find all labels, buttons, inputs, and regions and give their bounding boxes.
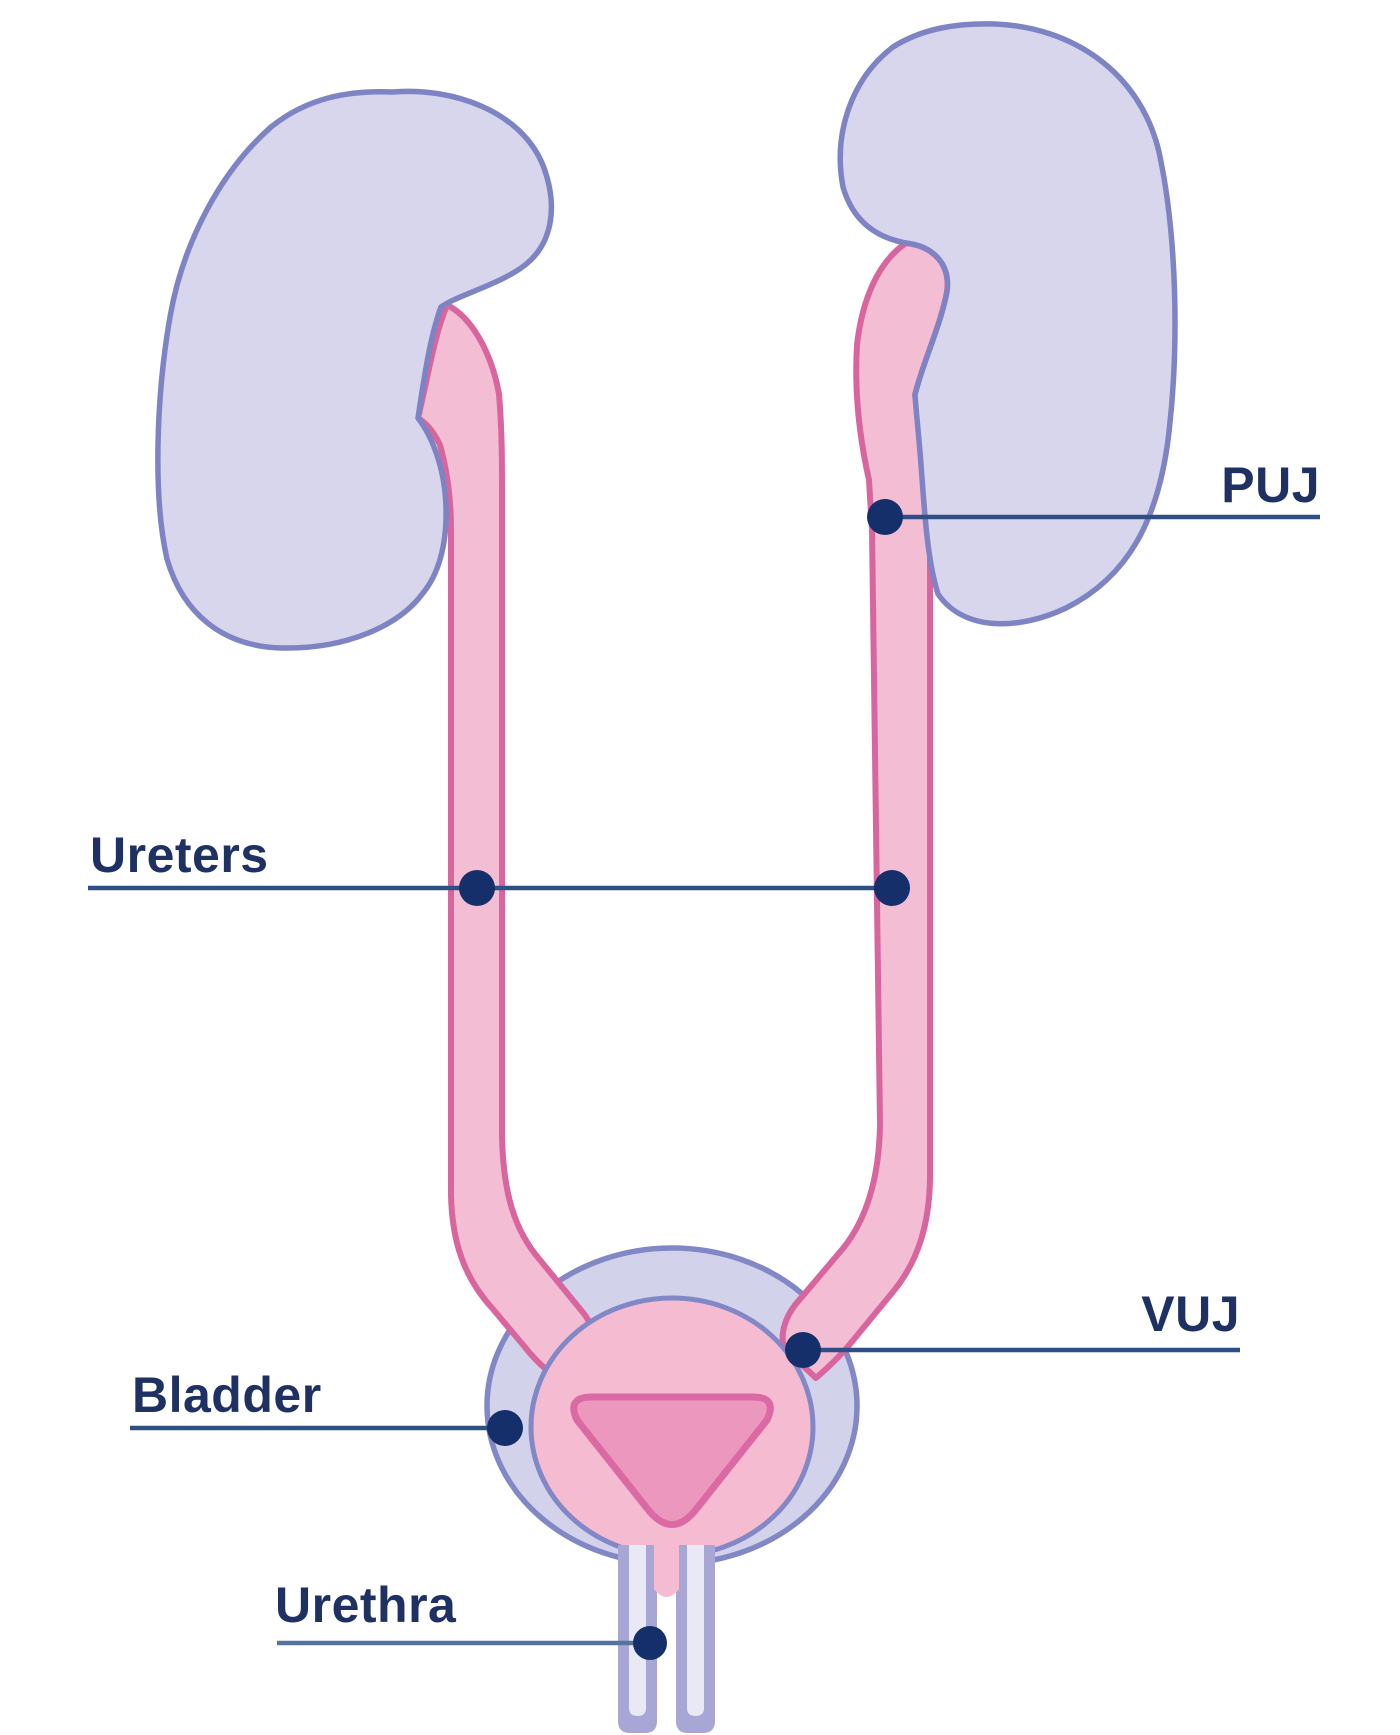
puj-marker-dot <box>867 499 903 535</box>
urethra-left-lumen-shape <box>629 1545 646 1716</box>
trigone-shape <box>570 1393 774 1528</box>
bladder-marker-dot <box>487 1410 523 1446</box>
left-kidney-shape <box>155 88 555 651</box>
bladder-label: Bladder <box>132 1367 322 1423</box>
urethra-marker-dot <box>633 1626 667 1660</box>
vuj-label: VUJ <box>1141 1286 1240 1342</box>
left-ureter-shape <box>415 302 597 1383</box>
puj-label: PUJ <box>1221 457 1320 513</box>
urethra-right-lumen-shape <box>687 1545 704 1716</box>
ureters-right-marker-dot <box>874 870 910 906</box>
right-kidney-shape <box>837 21 1178 627</box>
ureters-left-marker-dot <box>459 870 495 906</box>
ureters-label: Ureters <box>90 827 269 883</box>
bladder-neck-funnel-shape <box>654 1542 679 1597</box>
urethra-label: Urethra <box>275 1577 457 1633</box>
vuj-marker-dot <box>785 1332 821 1368</box>
